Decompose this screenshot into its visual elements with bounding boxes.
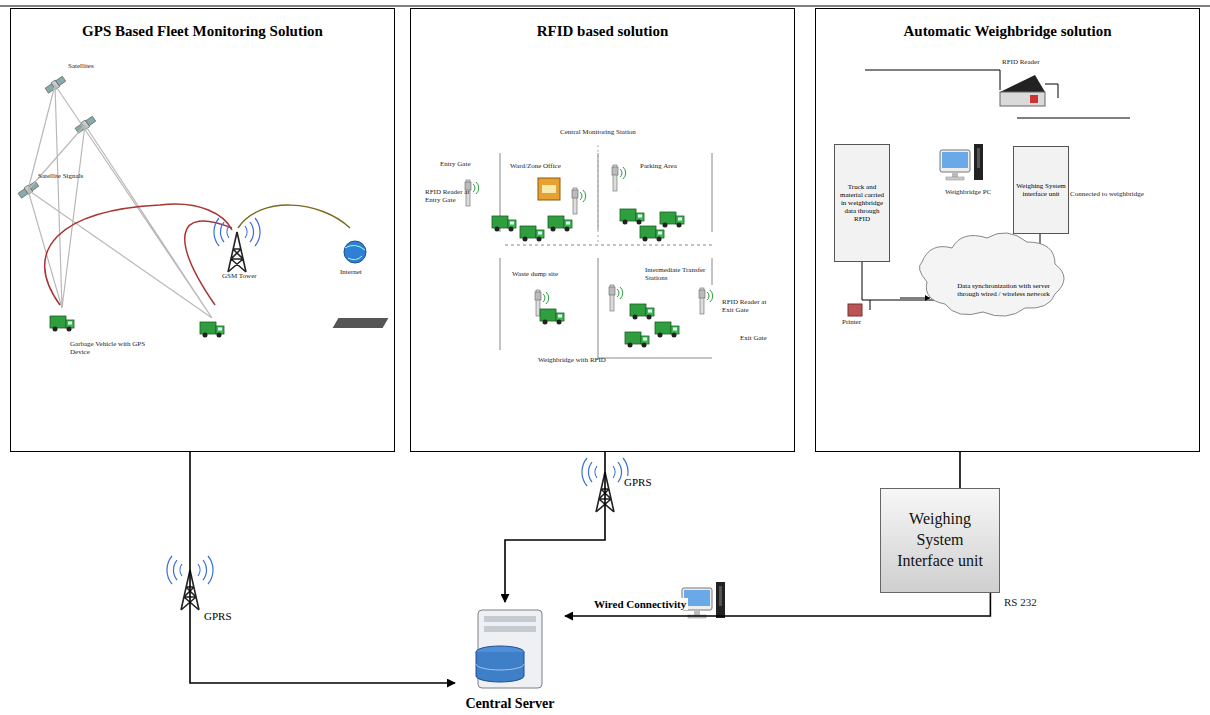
central-server: Central Server xyxy=(455,602,565,712)
panel-title: RFID based solution xyxy=(411,23,794,40)
solution-panel: Automatic Weighbridge solutionTruck and … xyxy=(815,8,1200,452)
edge-label: GPRS xyxy=(202,610,234,622)
part-label: Weighbridge with RFID xyxy=(538,356,606,364)
part-label: Intermediate Transfer Stations xyxy=(645,266,715,282)
part-label: Ward/Zone Office xyxy=(510,162,561,170)
edge-label: Wired Connectivity xyxy=(592,598,688,610)
part-label: GSM Tower xyxy=(222,272,257,280)
part-label: Waste dump site xyxy=(512,270,558,278)
connector xyxy=(565,593,990,616)
panel-title: GPS Based Fleet Monitoring Solution xyxy=(11,23,394,40)
part-label: Parking Area xyxy=(640,162,677,170)
part-label: RFID Reader at Entry Gate xyxy=(425,188,470,204)
part-label: Internet xyxy=(340,268,362,276)
part-label: Printer xyxy=(842,318,861,326)
interface-box: Weighing System interface unit xyxy=(1013,146,1069,234)
solution-panel: RFID based solution xyxy=(410,8,795,452)
connector xyxy=(959,452,961,488)
part-label: Satellite Signals xyxy=(38,172,83,180)
interface-unit-box: Weighing System Interface unit xyxy=(880,488,1000,593)
sync-cloud: Data synchronization with server through… xyxy=(931,257,1076,323)
node-text: Data synchronization with server through… xyxy=(947,282,1060,298)
part-label: Central Monitoring Station xyxy=(560,128,636,136)
edge-label: GPRS xyxy=(622,476,654,488)
node-text: Weighing System interface unit xyxy=(1016,182,1066,198)
connector xyxy=(190,452,455,683)
part-label: Garbage Vehicle with GPS Device xyxy=(70,340,160,356)
solution-panel: GPS Based Fleet Monitoring Solution xyxy=(10,8,395,452)
port-label: RS 232 xyxy=(1004,596,1037,609)
part-label: Satellites xyxy=(68,62,94,70)
panel-title: Automatic Weighbridge solution xyxy=(816,23,1199,40)
node-text: Weighing System Interface unit xyxy=(887,509,993,571)
part-label: Exit Gate xyxy=(740,334,767,342)
part-label: Connected to weighbridge xyxy=(1070,190,1144,198)
part-label: RFID Reader xyxy=(1002,58,1040,66)
node-text: Truck and material carried in weighbridg… xyxy=(837,183,887,223)
part-label: RFID Reader at Exit Gate xyxy=(722,298,772,314)
truck-data-box: Truck and material carried in weighbridg… xyxy=(834,144,890,262)
connector xyxy=(505,452,605,602)
part-label: Weighbridge PC xyxy=(945,188,991,196)
part-label: Entry Gate xyxy=(440,160,471,168)
node-text: Central Server xyxy=(465,696,554,712)
